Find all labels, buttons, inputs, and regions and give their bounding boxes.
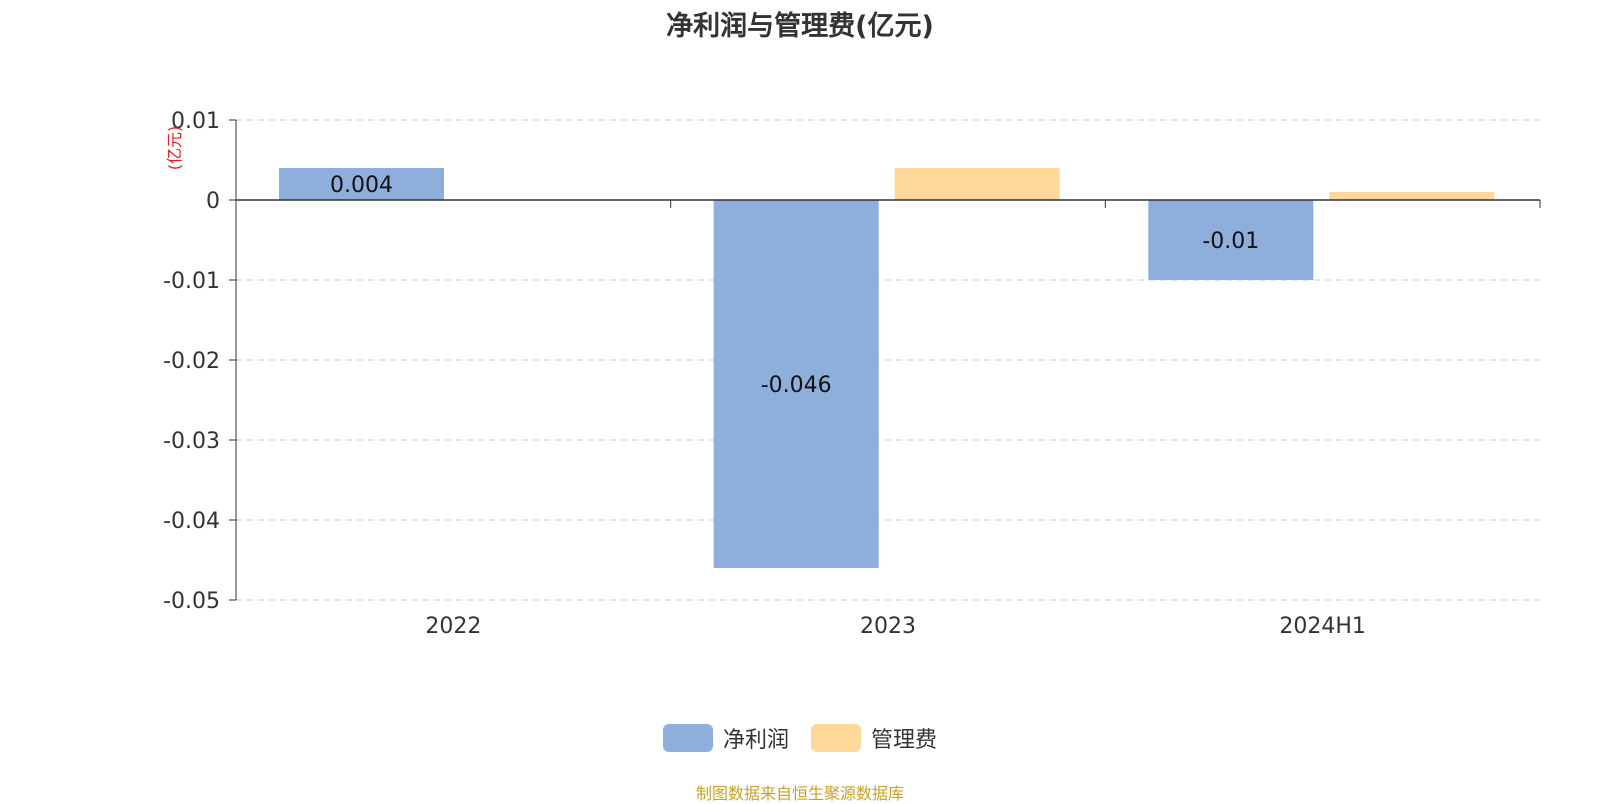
- bar: [894, 168, 1060, 200]
- y-tick-label: 0: [206, 189, 220, 214]
- y-tick-label: -0.02: [163, 349, 220, 374]
- legend: 净利润 管理费: [0, 722, 1600, 754]
- legend-swatch-management-fee: [811, 724, 861, 752]
- bar-data-label: -0.01: [1202, 229, 1259, 254]
- x-tick-label: 2024H1: [1279, 614, 1366, 639]
- y-tick-label: -0.04: [163, 509, 220, 534]
- y-tick-label: -0.01: [163, 269, 220, 294]
- source-note: 制图数据来自恒生聚源数据库: [695, 784, 904, 803]
- x-tick-label: 2022: [425, 614, 481, 639]
- bar-data-label: -0.046: [761, 373, 832, 398]
- legend-label-management-fee: 管理费: [871, 728, 938, 753]
- x-tick-label: 2023: [860, 614, 916, 639]
- bar: [1329, 192, 1495, 200]
- legend-label-net-profit: 净利润: [722, 728, 789, 753]
- y-tick-label: 0.01: [171, 109, 220, 134]
- legend-item-management-fee[interactable]: 管理费: [811, 722, 937, 754]
- chart-title: 净利润与管理费(亿元): [666, 11, 934, 42]
- bar: [279, 168, 444, 200]
- legend-swatch-net-profit: [662, 724, 713, 752]
- y-axis-label: (亿元): [165, 126, 184, 171]
- bar-chart: 0.01 0 -0.01 -0.02 -0.03 -0.04 -0.05 (亿元) 0.004 2…: [163, 109, 1541, 639]
- y-tick-label: -0.03: [163, 429, 220, 454]
- bar: [1148, 200, 1314, 280]
- legend-item-net-profit[interactable]: 净利润: [662, 722, 789, 754]
- bar-data-label: 0.004: [330, 173, 393, 198]
- y-tick-label: -0.05: [163, 589, 220, 614]
- bar: [713, 200, 879, 568]
